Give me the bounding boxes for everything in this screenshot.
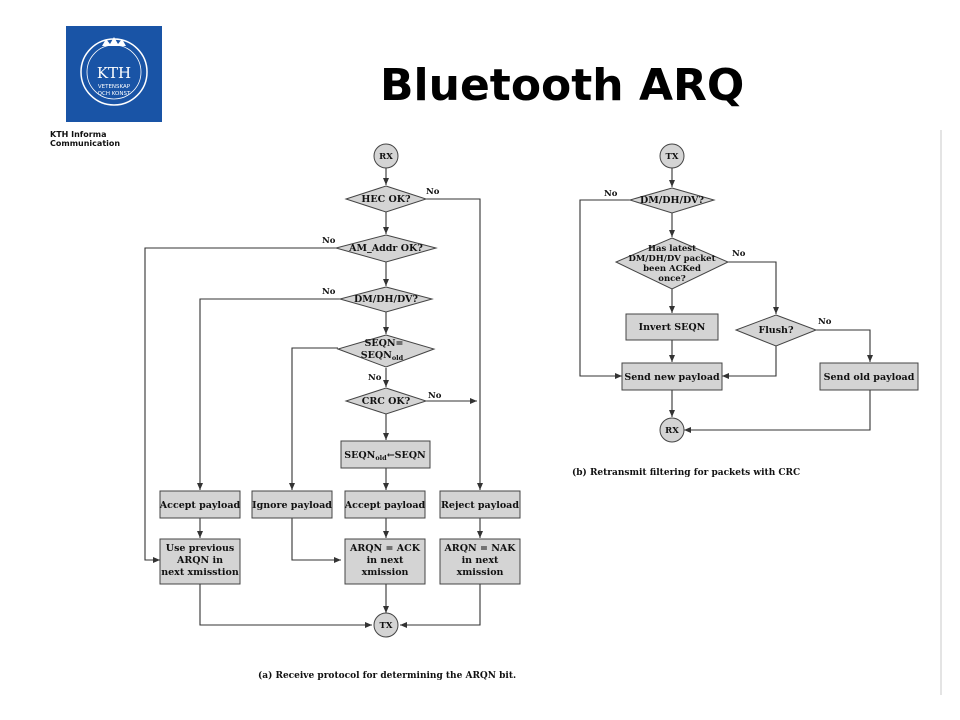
reject-payload-box: [439, 490, 521, 519]
logo-caption-line2: Communication: [50, 139, 121, 148]
dm-no-label: No: [322, 287, 336, 297]
use-previous-line3: next xmisstion: [161, 567, 239, 578]
rx-terminal-b-label: RX: [665, 426, 679, 436]
receive-caption: (a) Receive protocol for determining the…: [258, 670, 516, 681]
seqn-assign-label: SEQNold←SEQN: [344, 450, 426, 462]
dm-dh-dv-label-b: DM/DH/DV?: [640, 195, 704, 206]
crc-ok-label: CRC OK?: [362, 396, 411, 407]
dm-dh-dv-decision: [338, 286, 434, 313]
has-latest-line2: DM/DH/DV packet: [628, 254, 715, 264]
right-edge-rule: [940, 130, 942, 695]
arqn-nak-line2: in next: [462, 555, 499, 566]
accept-payload-label-1: Accept payload: [159, 500, 241, 511]
arqn-nak-line1: ARQN = NAK: [443, 543, 516, 554]
arqn-ack-line2: in next: [367, 555, 404, 566]
receive-flowchart: RX HEC OK? AM_Addr OK? DM/DH/DV? SEQN= S…: [144, 143, 521, 681]
seqn-no-label: No: [368, 373, 382, 383]
rx-terminal-label: RX: [379, 152, 393, 162]
arqn-nak-line3: xmission: [457, 567, 504, 578]
flush-no-label: No: [818, 317, 832, 327]
use-previous-arqn-box: [159, 538, 241, 585]
has-latest-line1: Has latest: [648, 244, 696, 254]
send-old-payload-box: [819, 362, 919, 391]
crc-no-label: No: [428, 391, 442, 401]
dm-dh-dv-decision-b: [628, 187, 716, 214]
hec-ok-decision: [344, 185, 428, 213]
am-addr-no-label: No: [322, 236, 336, 246]
am-addr-label: AM_Addr OK?: [348, 243, 423, 254]
invert-seqn-box: [625, 313, 719, 341]
dm-no-label-b: No: [604, 189, 618, 199]
flush-label: Flush?: [758, 325, 794, 336]
has-latest-acked-decision: [614, 237, 730, 290]
has-latest-line3: been ACKed: [643, 264, 701, 274]
invert-seqn-label: Invert SEQN: [639, 322, 706, 333]
retransmit-flowchart: TX DM/DH/DV? Has latest DM/DH/DV packet …: [572, 143, 919, 478]
send-new-payload-box: [621, 362, 723, 391]
send-new-payload-label: Send new payload: [624, 372, 720, 383]
dm-dh-dv-label: DM/DH/DV?: [354, 294, 418, 305]
tx-terminal-b-label: TX: [666, 152, 679, 162]
has-latest-line4: once?: [658, 274, 685, 284]
logo-text: KTH: [97, 64, 131, 82]
arqn-ack-line3: xmission: [362, 567, 409, 578]
accept-payload-label-2: Accept payload: [344, 500, 426, 511]
logo-caption-line1: KTH Informa: [50, 130, 107, 139]
rx-terminal: [373, 143, 399, 169]
hec-ok-label: HEC OK?: [361, 194, 411, 205]
am-addr-decision: [334, 234, 438, 263]
tx-terminal-b: [659, 143, 685, 169]
send-old-payload-label: Send old payload: [824, 372, 915, 383]
reject-payload-label: Reject payload: [441, 500, 519, 511]
slide-title: Bluetooth ARQ: [380, 60, 745, 111]
arqn-ack-box: [344, 538, 426, 585]
ignore-payload-label: Ignore payload: [252, 500, 332, 511]
accept-payload-box-2: [344, 490, 426, 519]
retransmit-caption: (b) Retransmit filtering for packets wit…: [572, 467, 800, 478]
hec-no-label: No: [426, 187, 440, 197]
has-latest-no-label: No: [732, 249, 746, 259]
seqn-assign-box: [340, 440, 431, 469]
tx-terminal-label: TX: [380, 621, 393, 631]
use-previous-line1: Use previous: [166, 543, 234, 554]
logo-line1: VETENSKAP: [98, 84, 131, 90]
seqn-label-line2: SEQNold: [361, 350, 404, 362]
logo-caption: KTH Informa Communication: [50, 130, 120, 148]
logo-line2: OCH KONST: [98, 91, 131, 97]
kth-logo: KTH VETENSKAP OCH KONST: [66, 26, 162, 122]
arqn-ack-line1: ARQN = ACK: [349, 543, 421, 554]
seqn-decision: [336, 334, 436, 368]
tx-terminal: [373, 612, 399, 638]
crc-ok-decision: [344, 387, 428, 415]
kth-crown-seal-icon: KTH VETENSKAP OCH KONST: [80, 37, 148, 106]
use-previous-line2: ARQN in: [176, 555, 223, 566]
arqn-nak-box: [439, 538, 521, 585]
accept-payload-box-1: [159, 490, 241, 519]
seqn-label-line1: SEQN=: [364, 338, 403, 349]
rx-terminal-b: [659, 417, 685, 443]
ignore-payload-box: [251, 490, 333, 519]
flush-decision: [734, 314, 818, 347]
